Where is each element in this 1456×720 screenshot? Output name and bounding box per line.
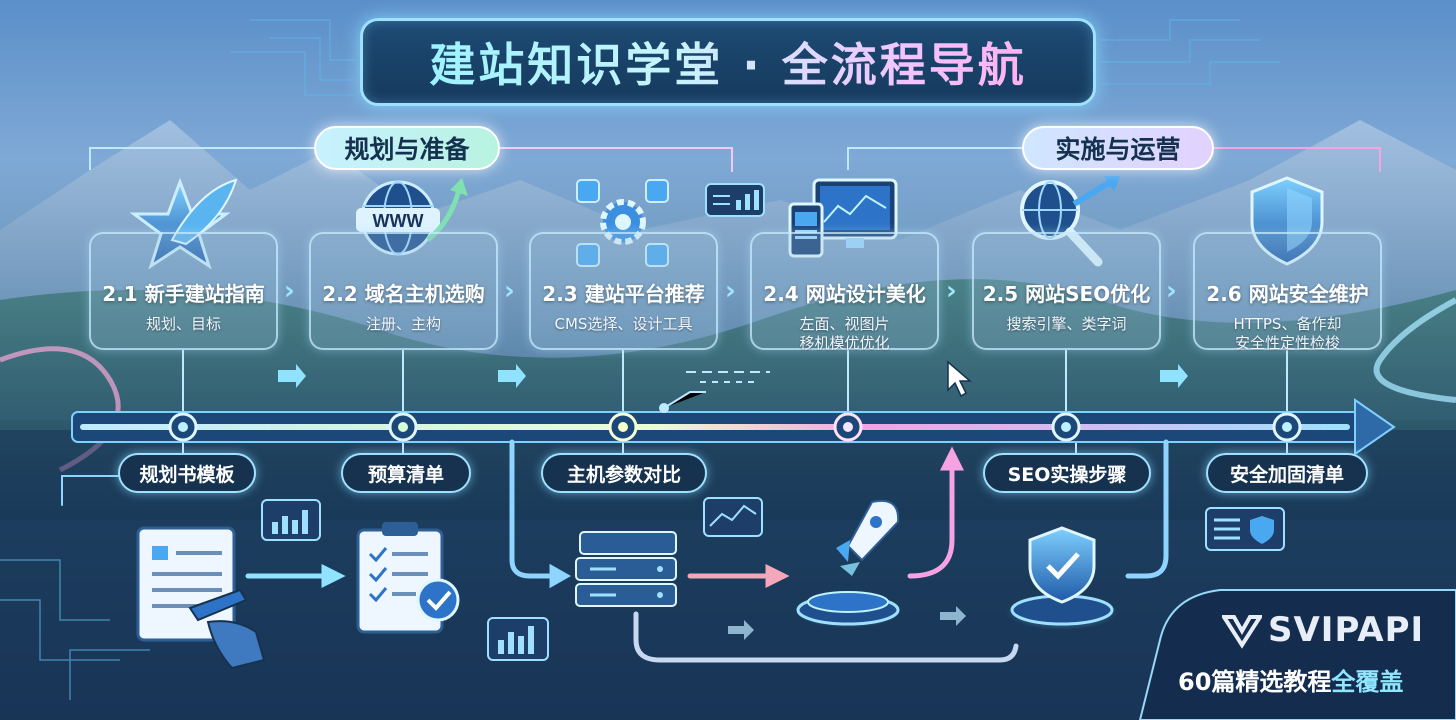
step-card-2-4[interactable]: 2.4 网站设计美化 左面、视图片 移机模优优化 (750, 232, 939, 353)
seo-magnifier-icon (1020, 176, 1120, 267)
step-title: 2.2 域名主机选购 (322, 282, 485, 306)
resource-pill-budget-list[interactable]: 预算清单 (341, 453, 471, 493)
shield-icon (1250, 176, 1324, 266)
www-globe-icon: WWW (356, 178, 468, 256)
security-list-card (1205, 507, 1285, 551)
resource-pill-security-list[interactable]: 安全加固清单 (1206, 453, 1368, 493)
right-glow-stream (1373, 297, 1456, 403)
line-chart-card (703, 497, 763, 537)
tagline-main: 60篇精选教程 (1178, 668, 1332, 696)
step-card-2-1[interactable]: 2.1 新手建站指南 规划、目标 (89, 232, 278, 350)
mouse-cursor-icon (947, 360, 973, 398)
step-title: 2.3 建站平台推荐 (542, 282, 705, 306)
step-subtitle: 注册、主构 (365, 315, 441, 333)
timeline-arrowhead (1354, 398, 1396, 456)
step-title: 2.6 网站安全维护 (1206, 282, 1369, 306)
devices-icon (788, 178, 898, 258)
step-card-2-6[interactable]: 2.6 网站安全维护 HTTPS、备作却 安全性定性检梭 (1193, 232, 1382, 353)
page-title: 建站知识学堂 · 全流程导航 (429, 29, 1027, 95)
step-subtitle-line: 移机模优优化 (799, 334, 890, 352)
timeline-nodes (168, 412, 1302, 442)
checklist-clipboard-icon (356, 522, 460, 634)
card-connectors (182, 350, 1288, 455)
step-card-2-2[interactable]: 2.2 域名主机选购 注册、主构 (309, 232, 498, 350)
brand-logo: SVIPAPI (1222, 610, 1424, 650)
tagline-highlight: 全覆盖 (1331, 668, 1404, 696)
resource-pill-seo-steps[interactable]: SEO实操步骤 (983, 453, 1151, 493)
brand-panel (1138, 589, 1456, 720)
step-title: 2.5 网站SEO优化 (982, 282, 1151, 306)
chevron-right-icon: › (725, 276, 736, 306)
resource-pill-host-compare[interactable]: 主机参数对比 (541, 453, 707, 493)
phase-brackets (89, 147, 1381, 172)
step-subtitle: 搜索引擎、类字词 (1006, 315, 1127, 333)
step-title: 2.4 网站设计美化 (763, 282, 926, 306)
step-subtitle-line: HTTPS、备作却 (1233, 315, 1342, 333)
title-banner: 建站知识学堂 · 全流程导航 (360, 18, 1096, 106)
step-title: 2.1 新手建站指南 (102, 282, 265, 306)
security-shield-icon (1006, 526, 1118, 630)
step-subtitle: 规划、目标 (145, 315, 221, 333)
circuit-traces (0, 19, 1280, 700)
resource-pill-plan-template[interactable]: 规划书模板 (118, 453, 256, 493)
faint-arrows (728, 606, 966, 640)
phase-label-implementation: 实施与运营 (1022, 126, 1214, 170)
chevron-right-icon: › (1166, 276, 1177, 306)
step-subtitle-line: 左面、视图片 (799, 315, 890, 333)
step-card-2-5[interactable]: 2.5 网站SEO优化 搜索引擎、类字词 (972, 232, 1161, 350)
step-subtitle: 左面、视图片 移机模优优化 (752, 315, 937, 353)
chevron-right-icon: › (504, 276, 515, 306)
step-subtitle: HTTPS、备作却 安全性定性检梭 (1195, 315, 1380, 353)
step-card-2-3[interactable]: 2.3 建站平台推荐 CMS选择、设计工具 (529, 232, 718, 350)
small-flow-arrows (278, 364, 1188, 388)
plan-document-icon (136, 526, 266, 670)
chevron-right-icon: › (284, 276, 295, 306)
svg-text:WWW: WWW (373, 211, 424, 231)
lower-flow-lines (61, 439, 1169, 663)
chart-card-2 (487, 617, 549, 661)
step-subtitle: CMS选择、设计工具 (554, 315, 693, 333)
brand-mark-icon (1222, 615, 1262, 649)
tagline: 60篇精选教程全覆盖 (1178, 662, 1403, 697)
rocket-icon (796, 500, 900, 628)
small-chart-badge (705, 183, 765, 217)
phase-label-planning: 规划与准备 (314, 126, 500, 170)
step-subtitle-line: 安全性定性检梭 (1234, 334, 1340, 352)
chevron-right-icon: › (946, 276, 957, 306)
brand-name: SVIPAPI (1268, 610, 1425, 650)
server-icon (575, 531, 677, 607)
chart-card-1 (261, 499, 321, 541)
decor-dashes (659, 371, 770, 413)
